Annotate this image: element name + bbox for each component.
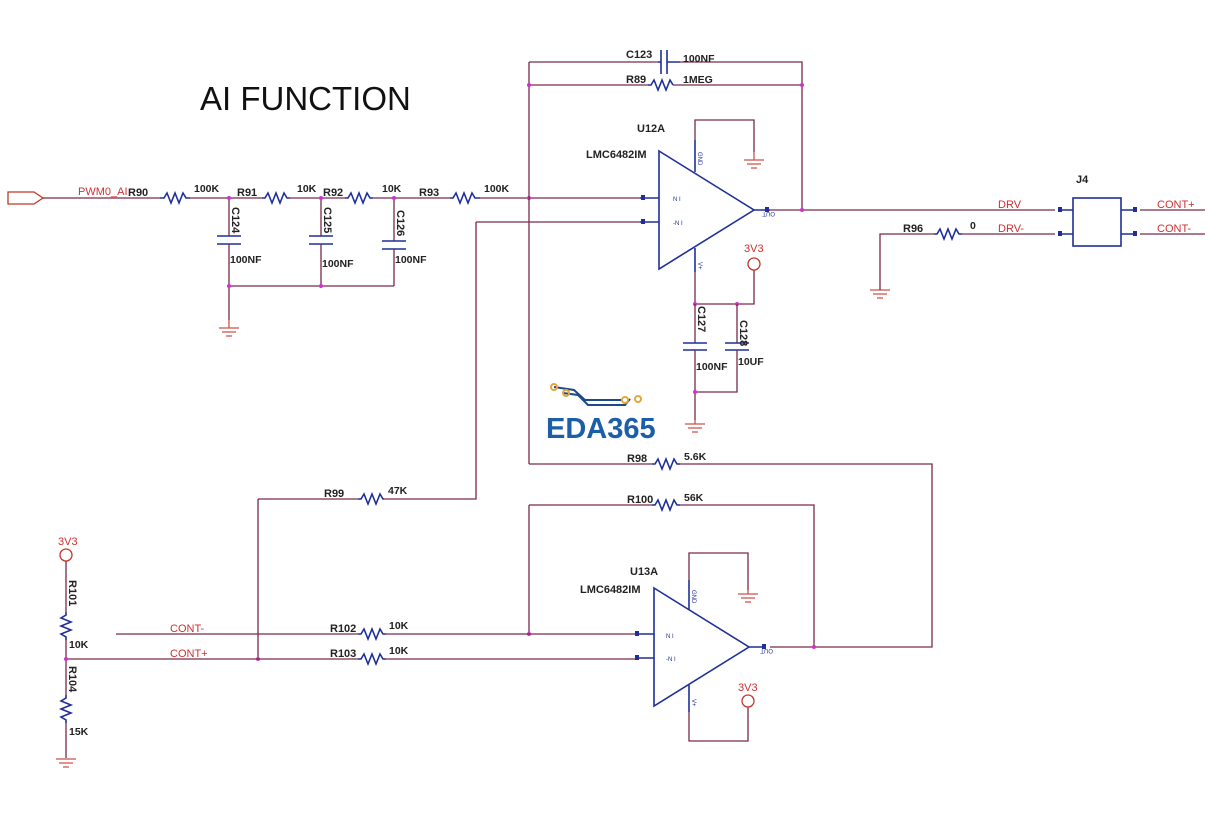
ground-symbol-r96 [870,289,890,299]
r92-ref: R92 [323,187,343,199]
u13a-pin-vcc: V+ [690,699,696,707]
sheet-title: AI FUNCTION [200,80,411,117]
c128-value: 10UF [738,356,764,368]
r99-ref: R99 [324,488,344,500]
j4-ref: J4 [1076,174,1089,186]
opamp-u13a[interactable] [638,580,765,712]
capacitor-c127[interactable] [683,342,707,351]
power-3v3-u12a [747,257,761,271]
u13a-pin-in-neg: -N I [666,657,676,663]
capacitor-c123[interactable] [658,50,680,74]
r102-value: 10K [389,620,409,632]
u12a-ref: U12A [637,123,665,135]
opamp-u12a[interactable] [640,140,770,272]
c125-value: 100NF [322,258,354,270]
capacitor-c126[interactable] [382,240,406,250]
ground-symbol-u13a [738,590,758,603]
u13a-pin-gnd: GND [690,590,696,604]
c124-ref: C124 [229,207,241,234]
c123-value: 100NF [683,53,715,65]
capacitor-c124[interactable] [217,235,241,245]
u12a-pin-out: OUT [762,210,775,216]
net-label-pwm0-ai: PWM0_AI [78,186,128,198]
u13a-power-label: 3V3 [738,682,758,694]
net-label-j4-cont-pos: CONT+ [1157,199,1195,211]
r93-ref: R93 [419,187,439,199]
c124-value: 100NF [230,254,262,266]
ground-symbol-decoupling [685,420,705,433]
net-label-j4-cont-neg: CONT- [1157,223,1192,235]
r99-value: 47K [388,485,408,497]
logo-text: EDA365 [546,413,656,445]
resistor-r89[interactable] [648,77,674,93]
net-label-cont-neg: CONT- [170,623,205,635]
r103-ref: R103 [330,648,356,660]
ground-symbol-divider [56,758,76,768]
c127-value: 100NF [696,361,728,373]
u12a-pin-vcc: V+ [696,262,702,270]
resistor-r99[interactable] [358,491,384,507]
c126-ref: C126 [394,210,406,236]
r98-ref: R98 [627,453,647,465]
net-label-drv: DRV [998,199,1022,211]
divider-power-label: 3V3 [58,536,78,548]
eda365-logo: EDA365 [546,383,656,445]
c127-ref: C127 [695,306,707,332]
resistor-r104[interactable] [58,695,74,723]
c128-ref: C128 [737,320,749,346]
power-3v3-u13a [741,694,755,708]
r104-value: 15K [69,726,89,738]
r93-value: 100K [484,183,510,195]
resistor-r96[interactable] [934,226,962,242]
r104-ref: R104 [66,666,78,693]
r92-value: 10K [382,183,402,195]
resistor-r98[interactable] [652,456,680,472]
r90-ref: R90 [128,187,148,199]
r96-ref: R96 [903,223,923,235]
capacitor-c125[interactable] [309,235,333,245]
u12a-pin-in-neg: -N I [673,221,683,227]
r102-ref: R102 [330,623,356,635]
c126-value: 100NF [395,254,427,266]
r91-ref: R91 [237,187,257,199]
resistor-r93[interactable] [450,190,480,206]
resistor-r90[interactable] [160,190,190,206]
connector-j4[interactable] [1060,197,1136,247]
r89-value: 1MEG [683,74,713,86]
ground-symbol-u12a [744,152,764,169]
u12a-pin-gnd: GND [696,152,702,166]
r101-value: 10K [69,639,89,651]
r100-ref: R100 [627,494,653,506]
resistor-r101[interactable] [58,612,74,640]
u12a-part: LMC6482IM [586,149,647,161]
net-label-cont-pos: CONT+ [170,648,208,660]
c123-ref: C123 [626,49,652,61]
input-port-pwm0-ai[interactable] [7,191,45,205]
resistor-r91[interactable] [262,190,290,206]
r98-value: 5.6K [684,451,707,463]
r100-value: 56K [684,492,704,504]
resistor-r102[interactable] [358,626,386,642]
r91-value: 10K [297,183,317,195]
u12a-power-label: 3V3 [744,243,764,255]
resistor-r103[interactable] [358,651,386,667]
r103-value: 10K [389,645,409,657]
u12a-pin-in-pos: N I [673,197,681,203]
r89-ref: R89 [626,74,646,86]
power-3v3-divider [59,548,73,562]
c125-ref: C125 [321,207,333,233]
ground-symbol-c124 [219,320,239,337]
u13a-pin-in-pos: N I [666,634,674,640]
u13a-pin-out: OUT [760,647,773,653]
r90-value: 100K [194,183,220,195]
resistor-r100[interactable] [652,497,680,513]
net-label-drv-neg: DRV- [998,223,1024,235]
u13a-ref: U13A [630,566,658,578]
resistor-r92[interactable] [345,190,373,206]
r96-value: 0 [970,220,976,232]
r101-ref: R101 [66,580,78,606]
u13a-part: LMC6482IM [580,584,641,596]
